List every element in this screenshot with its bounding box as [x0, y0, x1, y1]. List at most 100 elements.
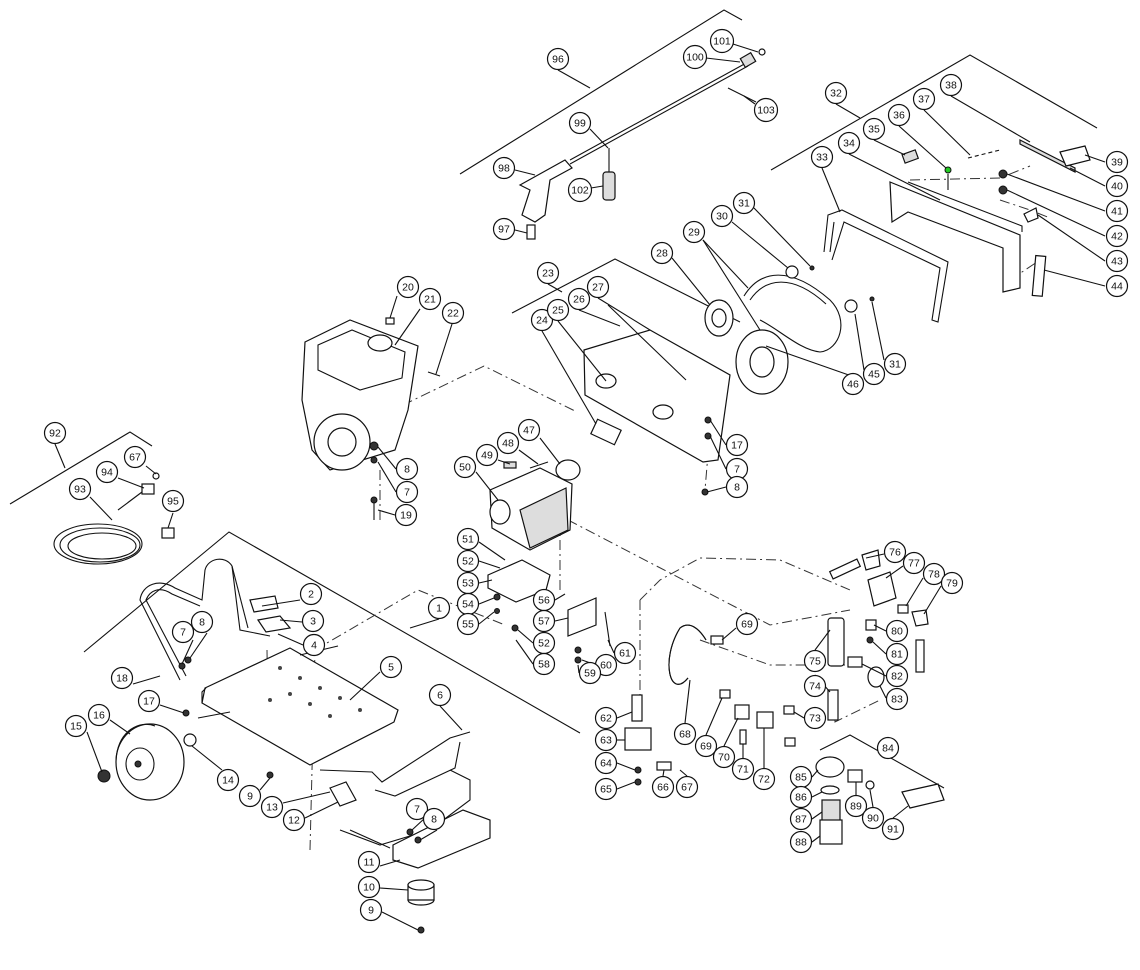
- callout-87: 87: [789, 807, 813, 831]
- plumbing: [624, 549, 929, 786]
- callout-label: 88: [795, 837, 807, 849]
- callout-label: 37: [918, 94, 930, 106]
- callout-circle: [441, 301, 465, 325]
- callout-90: 90: [861, 806, 885, 830]
- callout-label: 26: [573, 294, 585, 306]
- connection-lines: [266, 165, 1051, 851]
- callout-label: 28: [656, 248, 668, 260]
- callout-circle: [301, 609, 325, 633]
- callout-circle: [260, 795, 284, 819]
- callout-57: 57: [532, 609, 556, 633]
- callout-label: 8: [734, 482, 740, 494]
- callout-label: 60: [600, 660, 612, 672]
- callout-label: 82: [891, 671, 903, 683]
- callout-51: 51: [456, 527, 480, 551]
- callout-label: 48: [502, 438, 514, 450]
- callout-label: 2: [308, 589, 314, 601]
- callout-circle: [803, 674, 827, 698]
- callout-circle: [1105, 199, 1129, 223]
- callout-15: 15: [64, 714, 88, 738]
- callout-91: 91: [881, 817, 905, 841]
- callout-circle: [940, 571, 964, 595]
- callout-label: 30: [716, 211, 728, 223]
- callout-53: 53: [456, 571, 480, 595]
- callout-circle: [492, 156, 516, 180]
- callout-55: 55: [456, 612, 480, 636]
- callout-circle: [939, 73, 963, 97]
- callout-circle: [725, 433, 749, 457]
- callout-label: 3: [310, 616, 316, 628]
- callout-circle: [885, 642, 909, 666]
- callout-circle: [675, 775, 699, 799]
- callout-74: 74: [803, 674, 827, 698]
- callout-circle: [752, 767, 776, 791]
- callout-label: 98: [498, 163, 510, 175]
- callout-98: 98: [492, 156, 516, 180]
- callout-circle: [876, 736, 900, 760]
- callout-17: 17: [725, 433, 749, 457]
- pump: [489, 459, 581, 551]
- callout-circle: [87, 703, 111, 727]
- callout-circle: [789, 785, 813, 809]
- callout-76: 76: [883, 540, 907, 564]
- callout-circle: [171, 620, 195, 644]
- callout-100: 100: [682, 44, 708, 70]
- callout-circle: [161, 489, 185, 513]
- callout-89: 89: [844, 794, 868, 818]
- callout-circle: [841, 372, 865, 396]
- callout-label: 77: [908, 558, 920, 570]
- callout-circle: [546, 298, 570, 322]
- callout-label: 7: [734, 464, 740, 476]
- callout-20: 20: [396, 275, 420, 299]
- callout-43: 43: [1105, 249, 1129, 273]
- callout-circle: [650, 241, 674, 265]
- callout-70: 70: [712, 745, 736, 769]
- callout-88: 88: [789, 830, 813, 854]
- callout-label: 102: [571, 185, 589, 197]
- highlight-marker: [944, 166, 952, 174]
- callout-label: 101: [713, 36, 731, 48]
- callout-label: 49: [481, 450, 493, 462]
- callout-86: 86: [789, 785, 813, 809]
- callout-label: 86: [795, 792, 807, 804]
- callout-circle: [594, 777, 618, 801]
- callout-circle: [694, 734, 718, 758]
- callout-label: 7: [180, 627, 186, 639]
- callout-label: 29: [688, 227, 700, 239]
- callout-61: 61: [613, 641, 637, 665]
- callout-circle: [359, 898, 383, 922]
- callout-circle: [394, 503, 418, 527]
- callout-63: 63: [594, 728, 618, 752]
- callout-label: 61: [619, 648, 631, 660]
- callout-circle: [712, 745, 736, 769]
- callout-circle: [682, 220, 706, 244]
- callout-circle: [64, 714, 88, 738]
- mounting-plate: [583, 304, 731, 496]
- spray-wand: [518, 48, 766, 240]
- callout-24: 24: [530, 308, 554, 332]
- callout-label: 83: [891, 694, 903, 706]
- callout-label: 14: [222, 775, 234, 787]
- callout-circle: [68, 477, 92, 501]
- callout-circle: [357, 850, 381, 874]
- callout-label: 69: [700, 741, 712, 753]
- callout-label: 69: [741, 619, 753, 631]
- callout-49: 49: [475, 443, 499, 467]
- callout-18: 18: [110, 666, 134, 690]
- frame-cart: [97, 558, 491, 934]
- engine: [301, 317, 441, 520]
- callout-93: 93: [68, 477, 92, 501]
- callout-58: 58: [532, 652, 556, 676]
- callout-102: 102: [567, 177, 593, 203]
- callout-circle: [883, 540, 907, 564]
- callout-circle: [123, 445, 147, 469]
- inlet-filter: [815, 756, 945, 845]
- callout-31: 31: [732, 191, 756, 215]
- callout-circle: [883, 352, 907, 376]
- callout-69: 69: [735, 612, 759, 636]
- callout-label: 62: [600, 713, 612, 725]
- callout-3: 3: [301, 609, 325, 633]
- callout-44: 44: [1105, 274, 1129, 298]
- callout-circle: [456, 612, 480, 636]
